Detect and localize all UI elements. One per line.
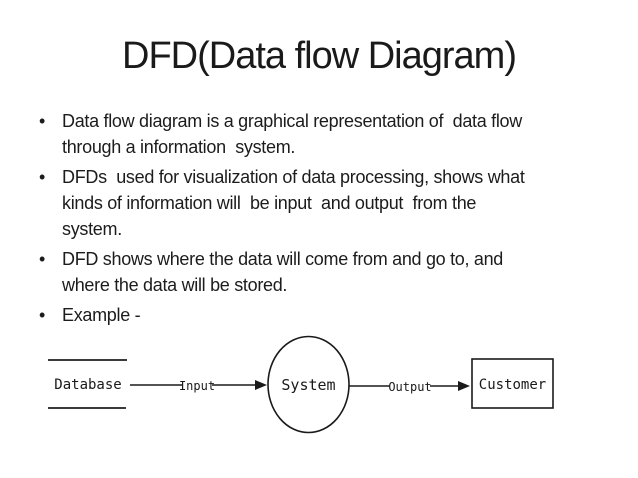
entity-rectangle xyxy=(471,358,554,409)
database-datastore: Database xyxy=(48,359,127,409)
process-ellipse xyxy=(267,335,350,434)
customer-entity: Customer xyxy=(471,358,554,409)
dfd-example-diagram: Database Input System Output Customer xyxy=(48,335,554,434)
input-flow-arrow: Input xyxy=(130,379,267,393)
bullet-item: DFD shows where the data will come from … xyxy=(38,246,628,298)
bullet-item: DFDs used for visualization of data proc… xyxy=(38,164,628,242)
database-label: Database xyxy=(54,377,121,393)
input-arrowhead-icon xyxy=(255,380,267,390)
system-process: System xyxy=(267,335,350,434)
output-flow-label: Output xyxy=(388,380,431,394)
output-flow-arrow: Output xyxy=(349,380,470,394)
customer-label: Customer xyxy=(479,377,546,393)
input-flow-label: Input xyxy=(179,379,215,393)
bullet-item: Data flow diagram is a graphical represe… xyxy=(38,108,628,160)
bullet-list: Data flow diagram is a graphical represe… xyxy=(38,108,628,332)
output-arrowhead-icon xyxy=(458,381,470,391)
slide-title: DFD(Data flow Diagram) xyxy=(122,35,517,77)
bullet-item: Example - xyxy=(38,302,628,328)
system-label: System xyxy=(281,376,335,394)
